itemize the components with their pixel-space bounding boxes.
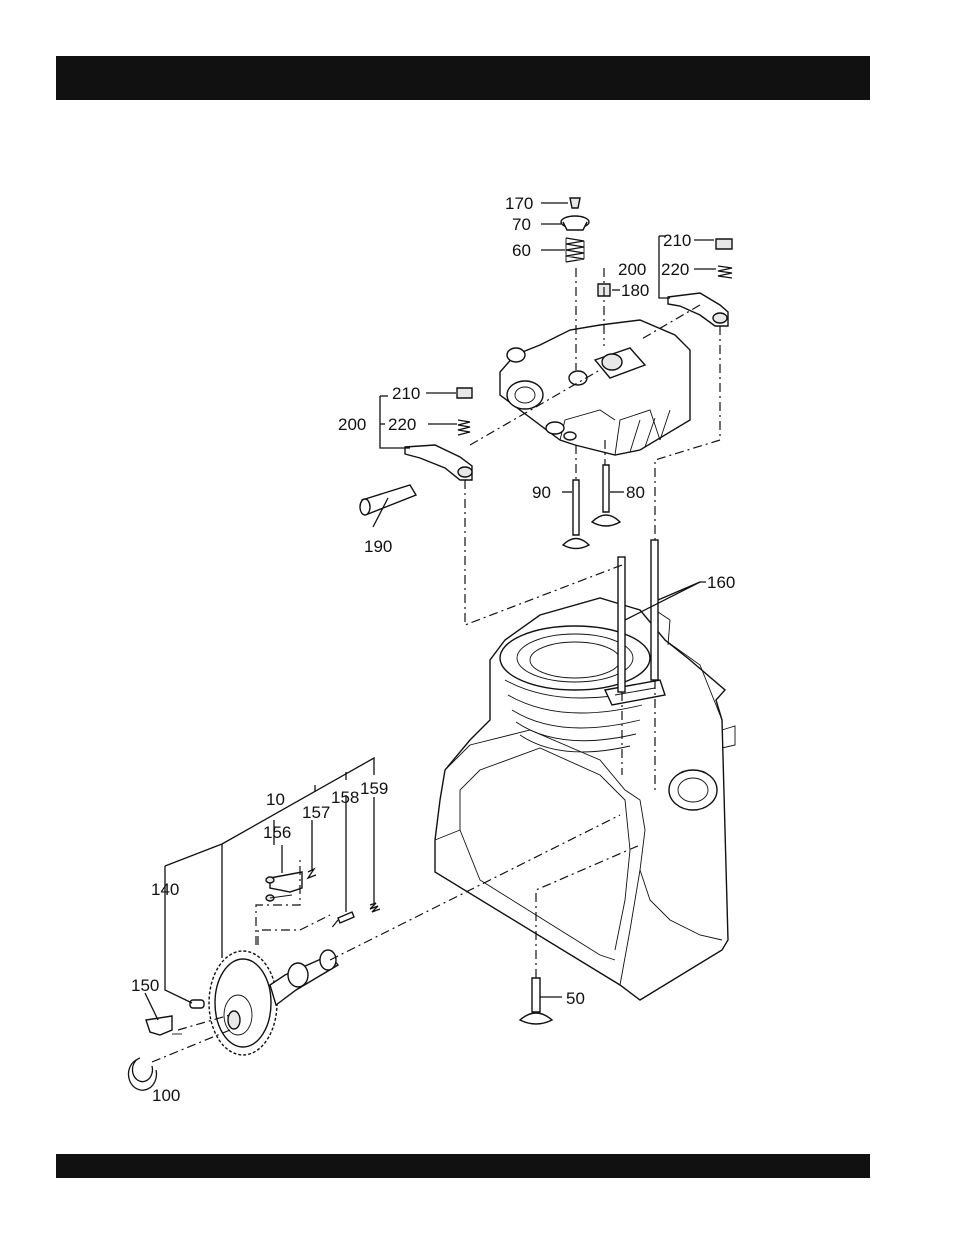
valve-80 — [592, 465, 620, 526]
cam-gear — [209, 951, 277, 1055]
callout-10: 10 — [266, 790, 285, 809]
callout-50: 50 — [566, 989, 585, 1008]
pin-158 — [338, 912, 354, 923]
governor-weight-156 — [266, 872, 302, 901]
callout-70: 70 — [512, 215, 531, 234]
callout-200-right: 200 — [618, 260, 646, 279]
callout-170: 170 — [505, 194, 533, 213]
valve-spring-60 — [566, 238, 584, 262]
callout-150: 150 — [131, 976, 159, 995]
callout-100: 100 — [152, 1086, 180, 1105]
tappet-50 — [520, 978, 552, 1024]
right-rocker-set — [668, 239, 732, 326]
spring-159 — [370, 903, 380, 912]
callout-190: 190 — [364, 537, 392, 556]
weight-150 — [146, 1016, 182, 1035]
spring-157 — [308, 869, 316, 878]
callout-140: 140 — [151, 880, 179, 899]
camshaft — [270, 950, 338, 1005]
callout-210-right: 210 — [663, 231, 691, 250]
callout-200-left: 200 — [338, 415, 366, 434]
rocker-shaft-190 — [360, 485, 416, 515]
callout-160: 160 — [707, 573, 735, 592]
callout-158: 158 — [331, 788, 359, 807]
pin-140 — [190, 1000, 204, 1008]
spring-retainer-70 — [561, 216, 589, 230]
valve-90 — [563, 480, 589, 549]
callout-210-left: 210 — [392, 384, 420, 403]
callout-157: 157 — [302, 803, 330, 822]
valve-retainer-170 — [570, 198, 580, 208]
callout-220-left: 220 — [388, 415, 416, 434]
callout-220-right: 220 — [661, 260, 689, 279]
callout-60: 60 — [512, 241, 531, 260]
callout-80: 80 — [626, 483, 645, 502]
callout-159: 159 — [360, 779, 388, 798]
footer-bar — [56, 1154, 870, 1178]
callout-180: 180 — [621, 281, 649, 300]
crankcase-block — [435, 598, 735, 1000]
callout-156: 156 — [263, 823, 291, 842]
callout-90: 90 — [532, 483, 551, 502]
cylinder-head — [500, 320, 690, 455]
